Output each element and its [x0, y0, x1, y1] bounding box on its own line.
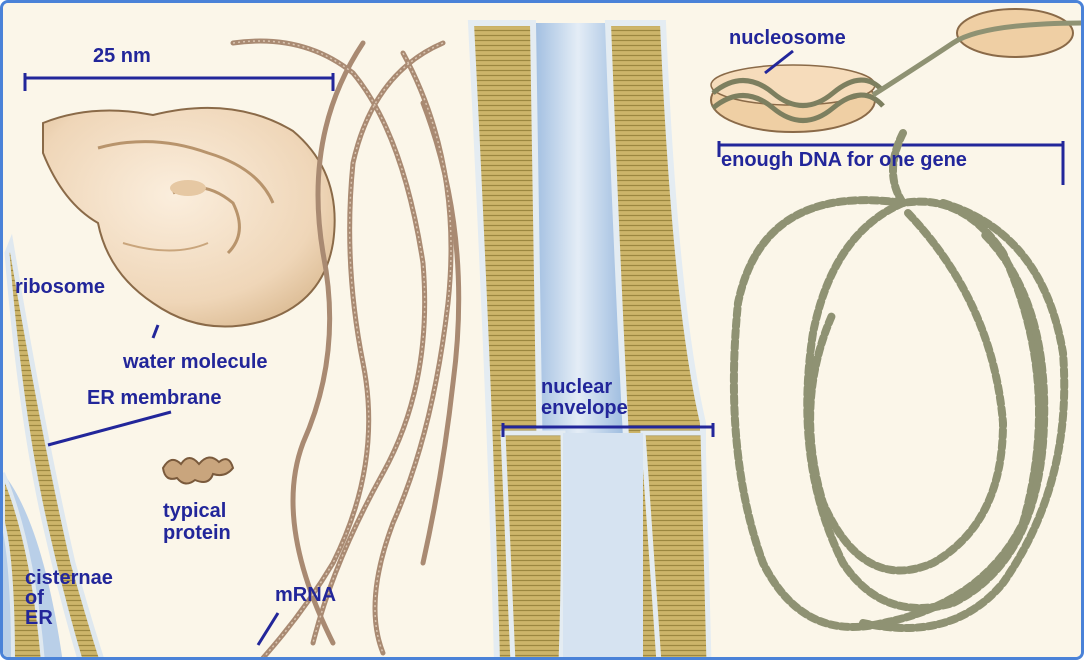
cisternae-label: cisternae of ER	[25, 568, 113, 628]
diagram-canvas	[3, 3, 1084, 660]
mrna-label: mRNA	[275, 584, 336, 606]
nuclear-envelope-label: nuclear envelope	[541, 377, 628, 419]
ribosome-label: ribosome	[15, 276, 105, 298]
typical-protein-label: typical protein	[163, 500, 231, 544]
nucleosome-label: nucleosome	[729, 27, 846, 49]
er-membrane-label: ER membrane	[87, 387, 222, 409]
scale-bar-label: 25 nm	[93, 45, 151, 67]
dna-gene-label: enough DNA for one gene	[721, 149, 967, 171]
water-molecule-label: water molecule	[123, 351, 268, 373]
